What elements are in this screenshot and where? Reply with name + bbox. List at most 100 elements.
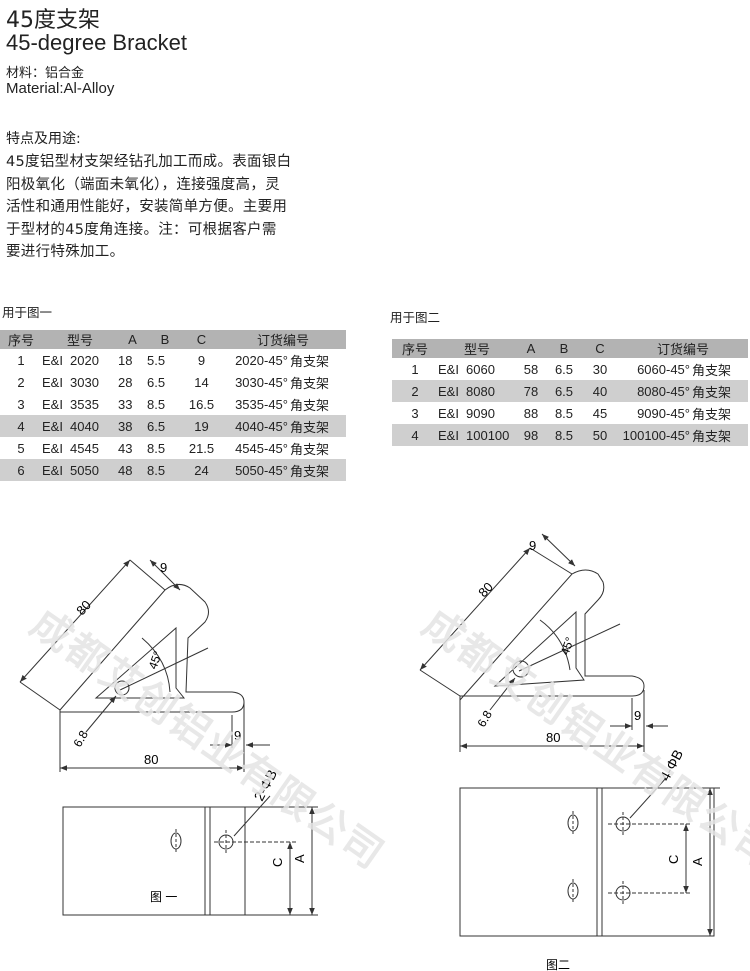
angle-ref-line xyxy=(518,623,621,672)
cell-order: 3030-45° xyxy=(235,374,288,390)
dim-80-slant: 80 xyxy=(73,597,94,618)
plate-outline xyxy=(62,806,246,916)
table-row: 2 E&I 3030 28 6.5 14 3030-45° 角支架 xyxy=(0,371,346,393)
cell-order: 4545-45° xyxy=(235,440,288,456)
dim-a-label: A xyxy=(690,857,705,866)
figure1-side-view xyxy=(19,559,270,772)
col-header: B xyxy=(546,339,582,358)
dim-line-9-top xyxy=(149,559,181,591)
cell-a: 28 xyxy=(118,374,133,390)
cell-c: 24 xyxy=(183,459,220,481)
dim-9-top: 9 xyxy=(529,538,536,553)
dim-80-base: 80 xyxy=(144,752,158,767)
cell-b: 6.5 xyxy=(546,380,582,402)
cell-order: 3535-45° xyxy=(235,396,288,412)
cell-brand: E&I xyxy=(42,459,70,481)
cell-no: 4 xyxy=(392,424,438,446)
cell-b: 8.5 xyxy=(147,396,166,412)
material-chinese: 材料：铝合金 xyxy=(6,66,85,81)
bracket-inner-cutout xyxy=(94,626,186,699)
features-line: 阳极氧化（端面未氧化），连接强度高，灵 xyxy=(6,176,280,193)
table-row: 4 E&I 4040 38 6.5 19 4040-45° 角支架 xyxy=(0,415,346,437)
dim-line-80-slant xyxy=(419,547,531,671)
angle-arc xyxy=(539,619,571,671)
cell-suffix: 角支架 xyxy=(290,459,346,481)
cell-suffix: 角支架 xyxy=(290,397,330,413)
angle-ref-line xyxy=(119,647,209,691)
table1-header-row: 序号 型号 A B C 订货编号 xyxy=(0,330,346,349)
table-row: 2 E&I 8080 78 6.5 40 8080-45° 角支架 xyxy=(392,380,748,402)
cell-model: 3535 xyxy=(70,396,99,412)
figure1-caption: 图 一 xyxy=(150,890,177,904)
cell-c: 21.5 xyxy=(188,440,215,456)
cell-c: 30 xyxy=(592,361,608,377)
figure1-top-view xyxy=(62,795,318,916)
cell-model: 6060 xyxy=(466,361,495,377)
cell-c: 19 xyxy=(183,415,220,437)
cell-a: 38 xyxy=(118,415,147,437)
col-header: 型号 xyxy=(42,330,118,349)
cell-no: 3 xyxy=(411,405,419,421)
angle-arc xyxy=(141,637,171,693)
dim-line-9-top xyxy=(541,533,576,567)
title-chinese: 45度支架 xyxy=(6,8,100,33)
cell-a: 48 xyxy=(118,459,147,481)
cell-c: 45 xyxy=(592,405,608,421)
cell-no: 5 xyxy=(17,440,25,456)
cell-b: 8.5 xyxy=(554,405,574,421)
dim-c-label: C xyxy=(666,855,681,864)
cell-c: 16.5 xyxy=(188,396,215,412)
cell-model: 8080 xyxy=(466,380,516,402)
cell-suffix: 角支架 xyxy=(290,415,346,437)
cell-c: 50 xyxy=(582,424,618,446)
features-line: 要进行特殊加工。 xyxy=(6,244,125,260)
cell-suffix: 角支架 xyxy=(692,424,748,446)
cell-b: 6.5 xyxy=(554,361,574,377)
cell-brand: E&I xyxy=(42,396,63,412)
cell-order: 5050-45° xyxy=(220,459,290,481)
cell-order: 8080-45° xyxy=(618,380,692,402)
title-english: 45-degree Bracket xyxy=(6,30,187,55)
cell-suffix: 角支架 xyxy=(290,441,330,457)
col-header: 订货编号 xyxy=(618,339,748,358)
dim-45-angle: 45° xyxy=(558,635,577,657)
cell-model: 2020 xyxy=(70,352,99,368)
table-row: 6 E&I 5050 48 8.5 24 5050-45° 角支架 xyxy=(0,459,346,481)
ext-line xyxy=(529,547,573,575)
spec-table-2: 序号 型号 A B C 订货编号 1 E&I 6060 58 6.5 30 60… xyxy=(392,339,748,446)
cell-no: 2 xyxy=(392,380,438,402)
cell-order: 4040-45° xyxy=(220,415,290,437)
dim-9-side: 9 xyxy=(234,728,241,743)
cell-b: 6.5 xyxy=(147,374,166,390)
figure2-top-view xyxy=(459,777,720,937)
ext-line xyxy=(19,681,61,711)
cell-brand: E&I xyxy=(438,361,459,377)
cell-order: 100100-45° xyxy=(618,424,692,446)
cell-brand: E&I xyxy=(42,415,70,437)
col-header: 序号 xyxy=(0,330,42,349)
ext-line xyxy=(419,669,461,697)
dim-9-side: 9 xyxy=(634,708,641,723)
cell-a: 78 xyxy=(516,380,546,402)
col-header: C xyxy=(183,330,220,349)
watermark-text: 成都艾创铝业有限公司 xyxy=(415,601,750,878)
features-line: 45度铝型材支架经钻孔加工而成。表面银白 xyxy=(6,154,292,170)
cell-brand: E&I xyxy=(42,440,63,456)
table-row: 3 E&I 9090 88 8.5 45 9090-45° 角支架 xyxy=(392,402,748,424)
dim-c-label: C xyxy=(270,858,285,867)
table2-caption: 用于图二 xyxy=(390,310,441,325)
cell-c: 14 xyxy=(194,374,209,390)
dim-6-8: 6.8 xyxy=(70,728,91,750)
cell-suffix: 角支架 xyxy=(692,406,732,422)
col-header: 型号 xyxy=(438,339,516,358)
cell-brand: E&I xyxy=(42,374,63,390)
technical-drawings: 80 9 45° 6.8 9 80 2-ΦB C A 图 一 xyxy=(19,533,750,971)
cell-brand: E&I xyxy=(438,424,466,446)
table2-header-row: 序号 型号 A B C 订货编号 xyxy=(392,339,748,358)
cell-suffix: 角支架 xyxy=(290,375,330,391)
cell-suffix: 角支架 xyxy=(692,380,748,402)
cell-no: 4 xyxy=(0,415,42,437)
cell-no: 6 xyxy=(0,459,42,481)
table-row: 1 E&I 6060 58 6.5 30 6060-45° 角支架 xyxy=(392,358,748,380)
cell-model: 4545 xyxy=(70,440,99,456)
